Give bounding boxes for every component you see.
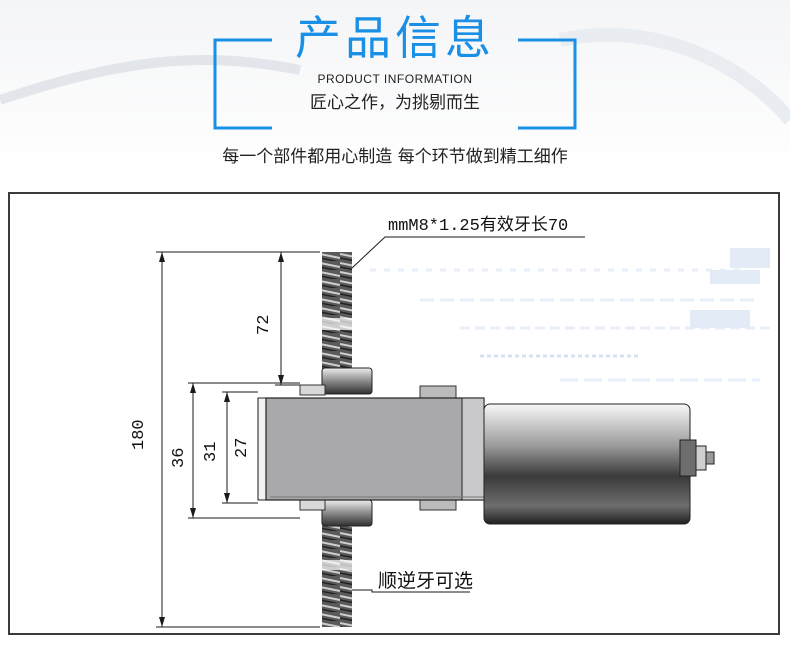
motor-body — [483, 403, 691, 525]
page-subtitle-english: PRODUCT INFORMATION — [317, 72, 473, 86]
thread-direction-callout: 顺逆牙可选 — [378, 571, 474, 593]
dimension-31: 31 — [202, 441, 221, 462]
upper-nut — [321, 367, 373, 395]
mounting-plate — [257, 397, 267, 501]
page-title: 产品信息 — [295, 11, 495, 65]
lower-nut — [321, 499, 373, 527]
threaded-rod-lower — [322, 525, 352, 627]
dimension-72: 72 — [255, 314, 274, 335]
gearbox-housing — [265, 397, 485, 501]
dimension-27: 27 — [233, 437, 252, 458]
tagline: 每一个部件都用心制造 每个环节做到精工细作 — [222, 147, 568, 167]
threaded-rod-upper — [322, 252, 352, 370]
page-subtitle-chinese: 匠心之作，为挑剔而生 — [310, 93, 480, 113]
thread-spec-callout: mmM8*1.25有效牙长70 — [388, 217, 569, 236]
dimension-180: 180 — [130, 419, 149, 450]
dimension-36: 36 — [170, 447, 189, 468]
